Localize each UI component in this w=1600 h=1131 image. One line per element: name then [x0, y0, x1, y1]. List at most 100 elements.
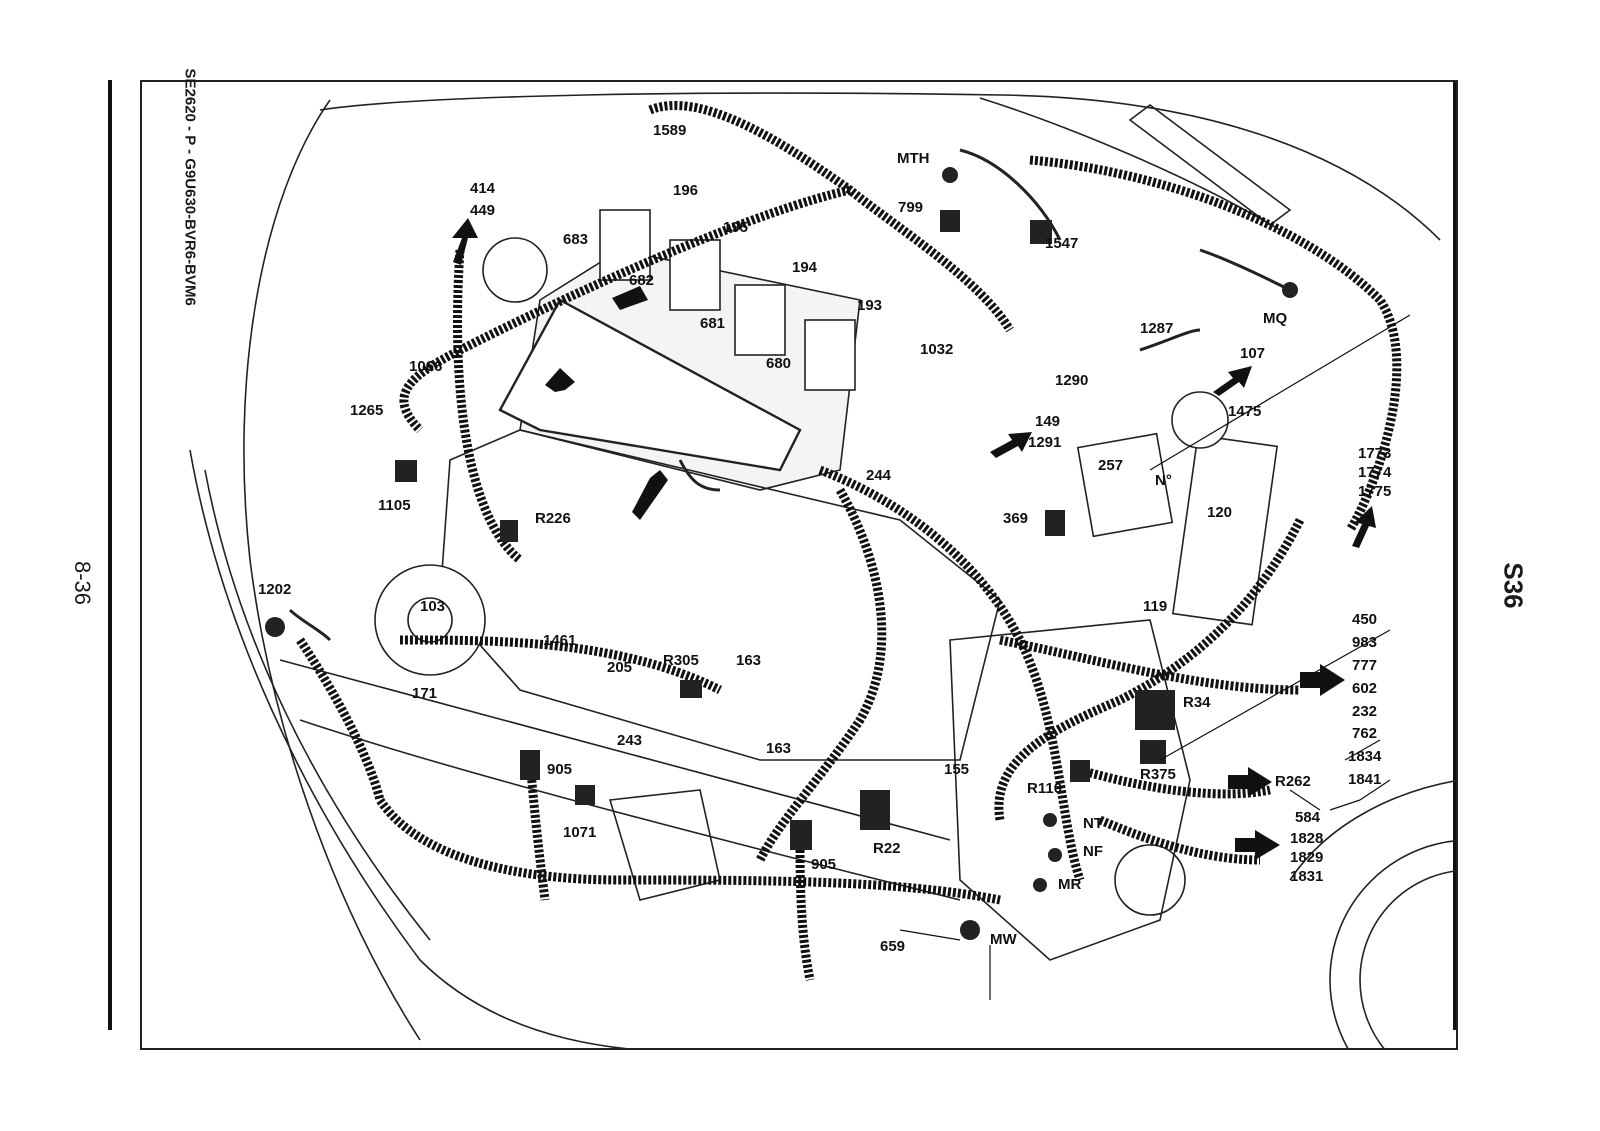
gearbox	[949, 619, 1191, 961]
label-1291: 1291	[1028, 434, 1061, 451]
label-602: 602	[1352, 680, 1377, 697]
ecu-module	[1171, 434, 1279, 626]
label-1589: 1589	[653, 122, 686, 139]
ignition-coil-3	[734, 284, 786, 356]
label-1071: 1071	[563, 824, 596, 841]
label-682: 682	[629, 272, 654, 289]
label-414: 414	[470, 180, 496, 197]
label-MTH: MTH	[897, 150, 930, 167]
label-799: 799	[898, 199, 923, 216]
label-107: 107	[1240, 345, 1265, 362]
label-155: 155	[944, 761, 969, 778]
label-1831: 1831	[1290, 868, 1323, 885]
label-205: 205	[607, 659, 632, 676]
label-983: 983	[1352, 634, 1377, 651]
label-R34: R34	[1183, 694, 1211, 711]
label-450: 450	[1352, 611, 1377, 628]
label-584: 584	[1295, 809, 1321, 826]
label-MR: MR	[1058, 876, 1081, 893]
bumper-inner	[204, 469, 431, 941]
label-196: 196	[673, 182, 698, 199]
label-103: 103	[420, 598, 445, 615]
label-No: N°	[1155, 472, 1172, 489]
label-1290: 1290	[1055, 372, 1088, 389]
label-R226: R226	[535, 510, 571, 527]
label-MQ: MQ	[1263, 310, 1287, 327]
label-1774: 1774	[1358, 464, 1392, 481]
label-R375: R375	[1140, 766, 1176, 783]
hood-outline	[319, 92, 1441, 241]
label-680: 680	[766, 355, 791, 372]
label-257: 257	[1098, 457, 1123, 474]
bumper	[189, 449, 628, 1048]
direction-arrows	[452, 218, 1376, 860]
ignition-coil-4	[804, 319, 856, 391]
label-243: 243	[617, 732, 642, 749]
label-NT: NT	[1083, 815, 1103, 832]
oil-cap	[482, 237, 548, 303]
intake-manifold	[498, 298, 802, 472]
coolant-reservoir	[1171, 391, 1229, 449]
label-1287: 1287	[1140, 320, 1173, 337]
label-1828: 1828	[1290, 830, 1323, 847]
label-171: 171	[412, 685, 437, 702]
component-labels: 414 449 1589 196 195 683 682 194 193 681…	[258, 122, 1392, 955]
label-194: 194	[792, 259, 818, 276]
alternator	[374, 564, 486, 676]
relay-box	[1076, 432, 1174, 538]
label-R22: R22	[873, 840, 901, 857]
strut-tower	[979, 97, 1281, 231]
label-R305: R305	[663, 652, 699, 669]
label-1834: 1834	[1348, 748, 1382, 765]
label-120: 120	[1207, 504, 1232, 521]
label-163-bottom: 163	[766, 740, 791, 757]
right-margin-rule	[1453, 80, 1457, 1030]
wheel-arch	[1289, 779, 1456, 881]
label-1475: 1475	[1228, 403, 1261, 420]
label-777: 777	[1352, 657, 1377, 674]
diagram-frame	[140, 80, 1458, 1050]
label-R262: R262	[1275, 773, 1311, 790]
label-1829: 1829	[1290, 849, 1323, 866]
wheel-inner	[1359, 870, 1456, 1048]
fender-left	[243, 99, 421, 1041]
leader-lines	[899, 314, 1411, 1000]
grille-line	[279, 659, 951, 841]
label-1066: 1066	[409, 358, 442, 375]
label-1461: 1461	[543, 632, 576, 649]
label-905-left: 905	[547, 761, 572, 778]
label-163-top: 163	[736, 652, 761, 669]
label-232: 232	[1352, 703, 1377, 720]
label-449: 449	[470, 202, 495, 219]
ignition-coil-2	[669, 239, 721, 311]
label-1841: 1841	[1348, 771, 1381, 788]
label-1032: 1032	[920, 341, 953, 358]
connectors	[265, 167, 1298, 940]
label-681: 681	[700, 315, 725, 332]
label-1547: 1547	[1045, 235, 1078, 252]
engine-drawing	[189, 92, 1456, 1048]
label-762: 762	[1352, 725, 1377, 742]
wiper-arm	[1128, 104, 1292, 226]
ignition-coil-1	[599, 209, 651, 281]
label-1265: 1265	[350, 402, 383, 419]
label-683: 683	[563, 231, 588, 248]
label-MW: MW	[990, 931, 1017, 948]
label-195: 195	[723, 219, 748, 236]
label-119: 119	[1143, 598, 1167, 615]
label-905-right: 905	[811, 856, 836, 873]
left-margin-rule	[108, 80, 112, 1030]
label-369: 369	[1003, 510, 1028, 527]
label-659: 659	[880, 938, 905, 955]
gearbox-flange	[1114, 844, 1186, 916]
label-1773: 1773	[1358, 445, 1391, 462]
label-149: 149	[1035, 413, 1060, 430]
label-193: 193	[857, 297, 882, 314]
label-NF: NF	[1083, 843, 1103, 860]
wheel	[1329, 839, 1456, 1048]
label-1105: 1105	[378, 497, 411, 514]
label-1775: 1775	[1358, 483, 1391, 500]
label-244: 244	[866, 467, 892, 484]
label-R110: R110	[1027, 780, 1062, 797]
